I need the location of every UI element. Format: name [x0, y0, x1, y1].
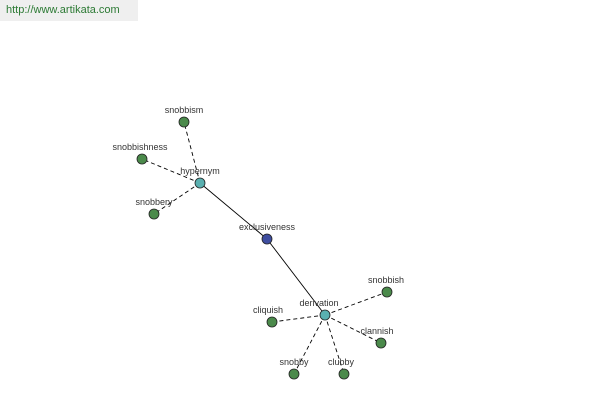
edge-center-to-hypernym [199, 182, 268, 240]
term-node-label: snobbism [165, 105, 204, 115]
nodes [136, 116, 393, 380]
term-node-label: clannish [360, 326, 393, 336]
term-node-snobbism[interactable] [178, 116, 190, 128]
term-node-label: snobbery [135, 197, 173, 207]
term-node-snobby[interactable] [288, 368, 300, 380]
term-node-clannish[interactable] [375, 337, 387, 349]
relation-node-label: derivation [299, 298, 338, 308]
relation-node-hypernym[interactable] [194, 177, 206, 189]
term-node-snobbishness[interactable] [136, 153, 148, 165]
edge-hypernym-to-snobbery [153, 182, 201, 215]
relation-node-label: hypernym [180, 166, 220, 176]
edge-hypernym-to-snobbishness [141, 158, 201, 184]
edge-derivation-to-clubby [324, 314, 345, 375]
edges [141, 121, 388, 375]
edge-center-to-derivation [266, 238, 326, 316]
watermark-url[interactable]: http://www.artikata.com [0, 0, 138, 21]
edge-derivation-to-cliquish [271, 314, 326, 323]
labels: exclusiveness hypernym snobbism snobbishnes… [112, 105, 404, 367]
term-node-clubby[interactable] [338, 368, 350, 380]
term-node-label: clubby [328, 357, 355, 367]
edge-hypernym-to-snobbism [183, 121, 201, 184]
term-node-label: snobbishness [112, 142, 168, 152]
term-node-label: snobbish [368, 275, 404, 285]
term-node-label: cliquish [253, 305, 283, 315]
center-node-label: exclusiveness [239, 222, 296, 232]
term-node-cliquish[interactable] [266, 316, 278, 328]
term-node-label: snobby [279, 357, 309, 367]
term-node-snobbery[interactable] [148, 208, 160, 220]
center-node-exclusiveness[interactable] [261, 233, 273, 245]
term-node-snobbish[interactable] [381, 286, 393, 298]
relation-node-derivation[interactable] [319, 309, 331, 321]
edge-derivation-to-clannish [324, 314, 382, 344]
